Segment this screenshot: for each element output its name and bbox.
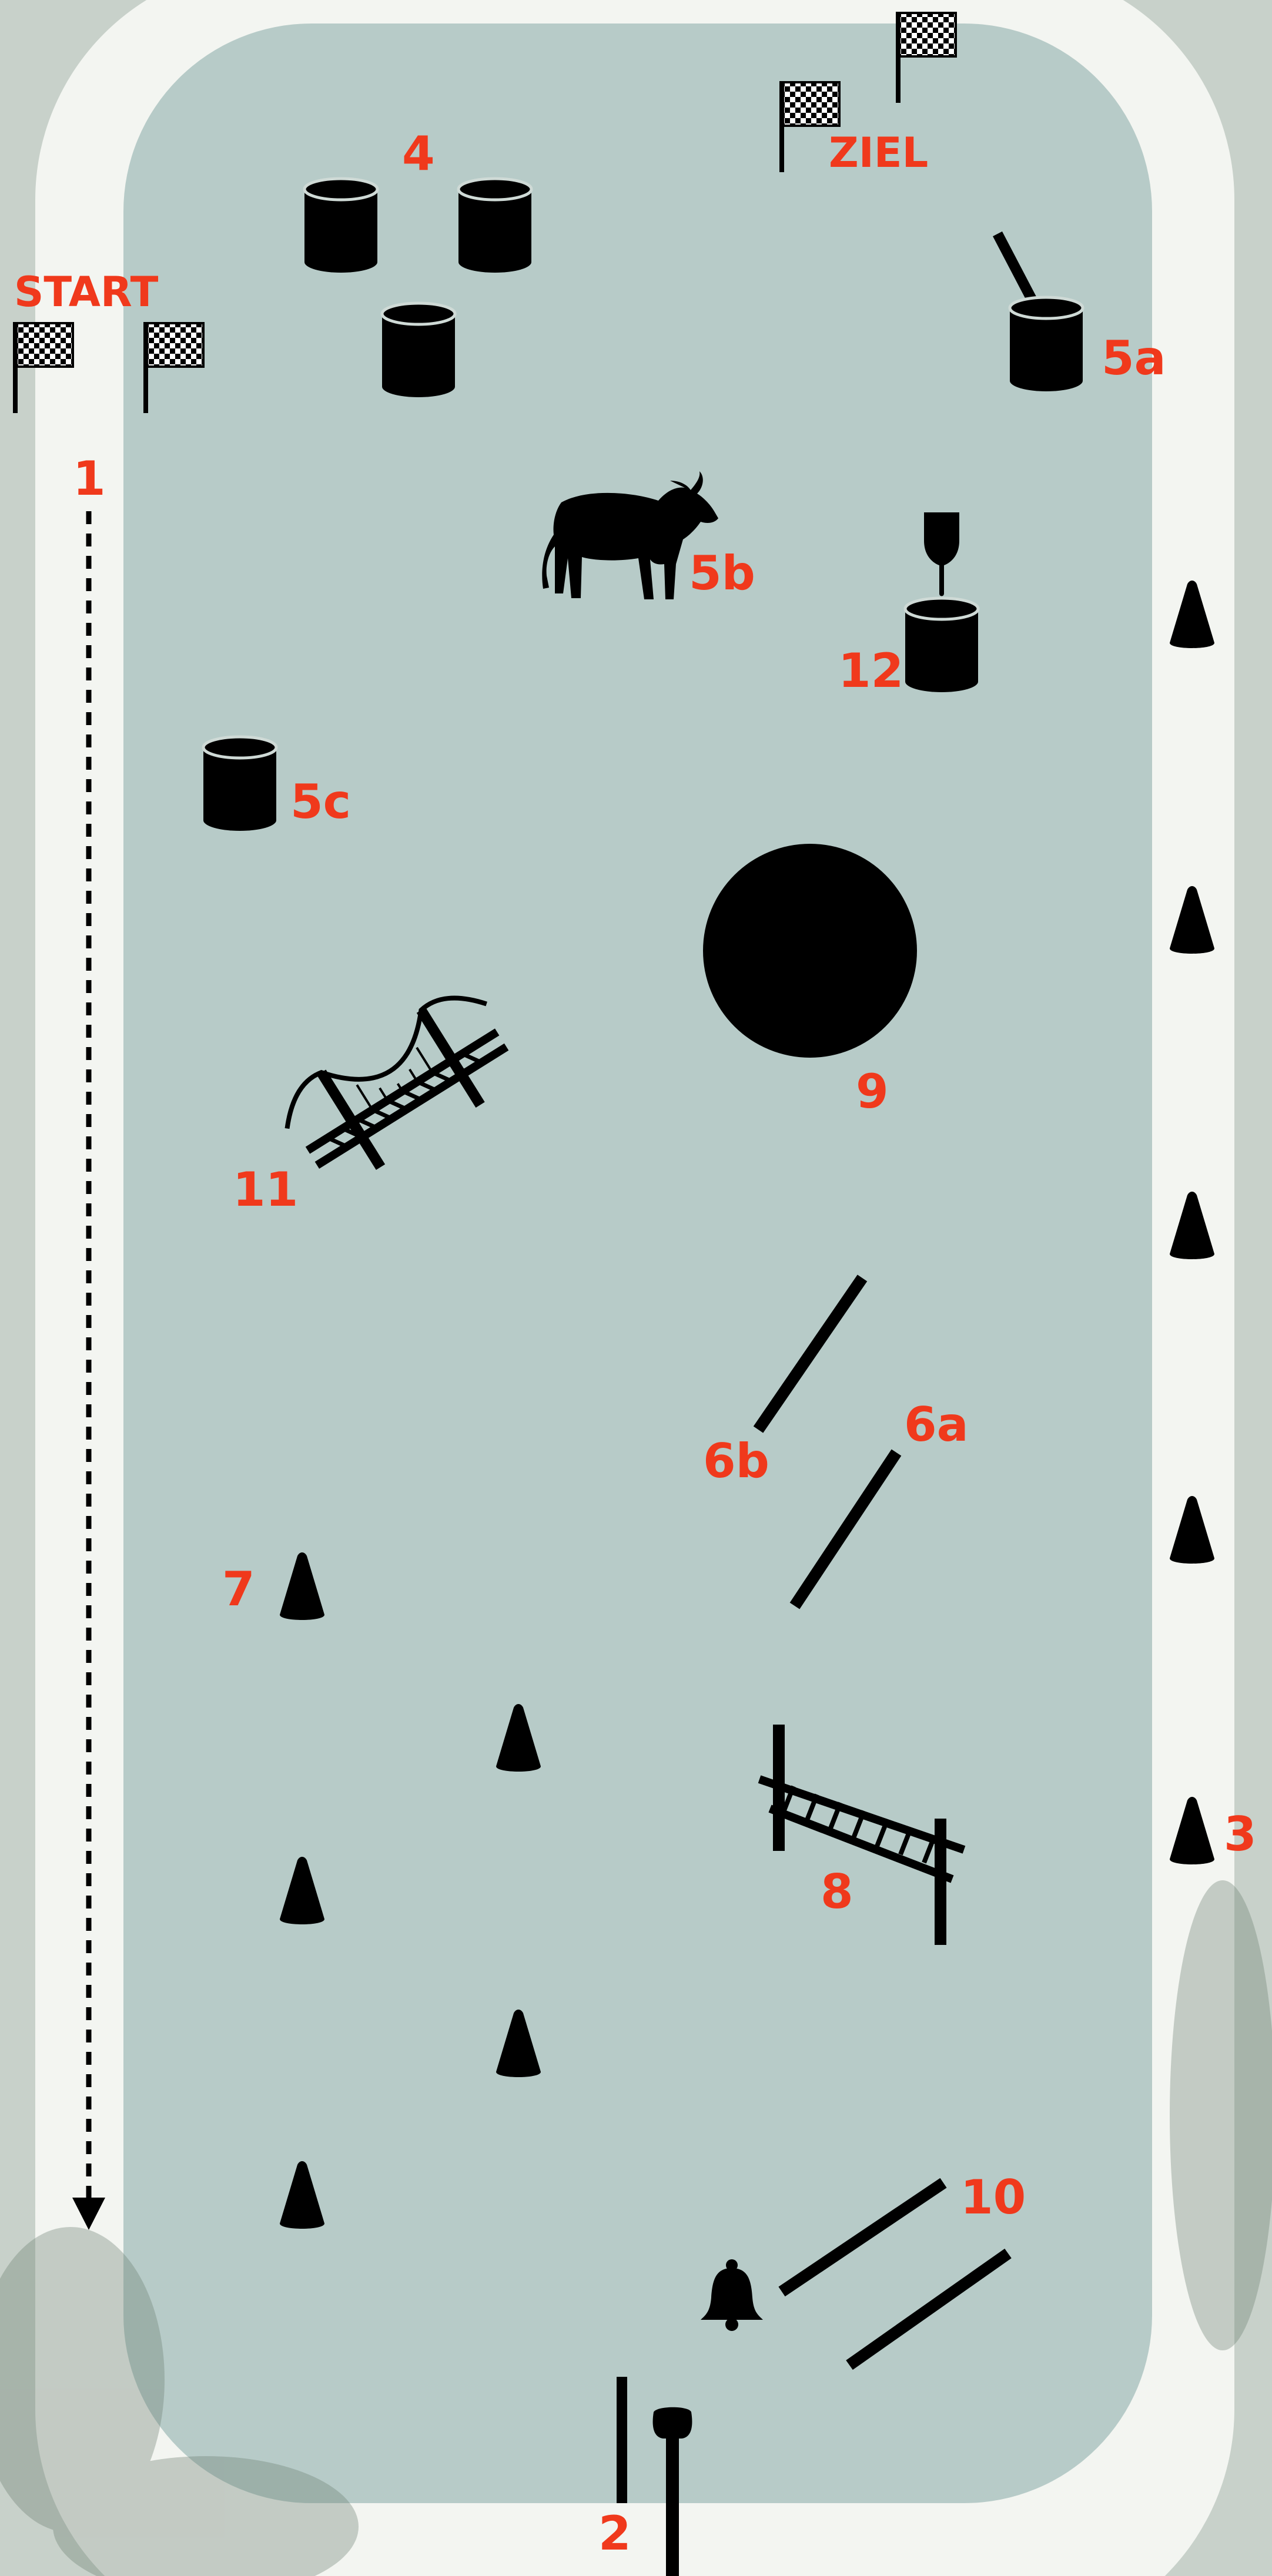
station-2-label: 2 — [598, 2510, 631, 2557]
station-4-label: 4 — [402, 130, 435, 177]
station-6a-label: 6a — [904, 1401, 969, 1448]
station-9-label: 9 — [856, 1068, 889, 1115]
start-label: START — [14, 271, 158, 313]
station-5b-label: 5b — [689, 550, 755, 597]
station-5a-label: 5a — [1102, 335, 1166, 382]
station-12-label: 12 — [838, 648, 903, 695]
station-3-label: 3 — [1224, 1811, 1257, 1858]
station-1-label: 1 — [73, 455, 106, 502]
station-8-label: 8 — [821, 1869, 853, 1916]
station-7-label: 7 — [222, 1566, 255, 1613]
finish-label: ZIEL — [829, 132, 928, 173]
barrel-icon — [458, 179, 531, 273]
station-11-label: 11 — [233, 1166, 298, 1213]
barrel-icon — [203, 737, 276, 831]
barrel-icon — [304, 179, 377, 273]
ball-icon — [703, 844, 917, 1058]
station-6b-label: 6b — [703, 1438, 769, 1485]
station-10-label: 10 — [960, 2174, 1026, 2221]
barrel-icon — [382, 303, 455, 397]
station-5c-label: 5c — [290, 779, 351, 826]
field — [123, 24, 1152, 2503]
